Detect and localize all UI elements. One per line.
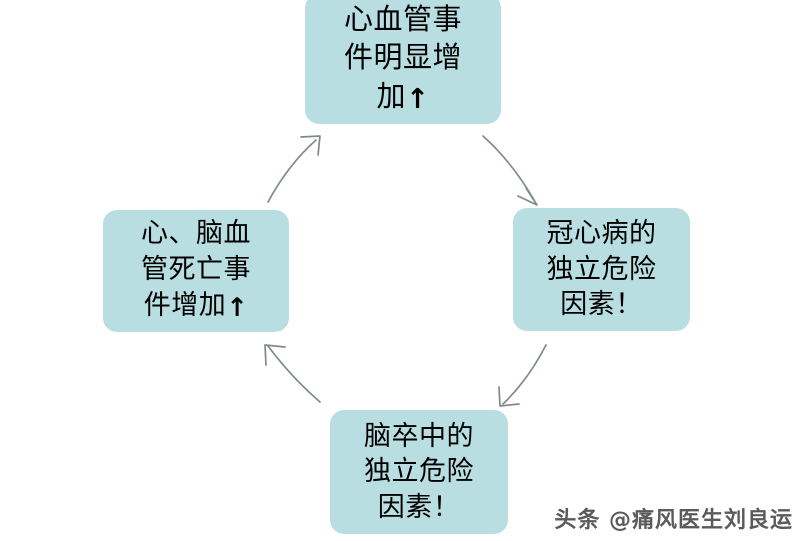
node-cardiovascular-death-line-2: 管死亡事: [141, 254, 251, 285]
node-stroke-risk-line-3: 因素！: [377, 491, 461, 522]
node-stroke-risk-line-2: 独立危险: [364, 456, 474, 487]
edge-top-to-right: [482, 135, 538, 206]
node-cardiovascular-death-line-1: 心、脑血: [141, 218, 251, 249]
node-coronary-heart-disease-risk-line-1: 冠心病的: [546, 218, 657, 249]
node-cardiovascular-events: 心血管事 件明显增 加↑: [305, 0, 501, 124]
node-cardiovascular-events-line-1: 心血管事: [343, 4, 462, 37]
edge-right-to-bottom: [498, 344, 547, 407]
up-arrow-icon: ↑: [405, 82, 430, 115]
node-stroke-risk-line-1: 脑卒中的: [364, 420, 474, 451]
node-coronary-heart-disease-risk: 冠心病的 独立危险 因素！: [513, 208, 690, 331]
node-stroke-risk: 脑卒中的 独立危险 因素！: [330, 410, 508, 534]
node-cardiovascular-events-line-3-text: 加: [376, 80, 406, 113]
node-cardiovascular-events-line-2: 件明显增: [343, 42, 462, 75]
node-coronary-heart-disease-risk-line-3: 因素！: [560, 289, 643, 320]
up-arrow-icon: ↑: [226, 292, 249, 323]
node-cardiovascular-events-line-3: 加↑: [376, 78, 429, 117]
node-cardiovascular-death-line-3-text: 件增加: [143, 289, 227, 320]
node-cardiovascular-death-line-3: 件增加↑: [144, 288, 248, 326]
node-coronary-heart-disease-risk-line-2: 独立危险: [546, 253, 657, 284]
edge-left-to-top: [267, 135, 321, 203]
node-cardiovascular-death: 心、脑血 管死亡事 件增加↑: [103, 210, 289, 332]
edge-bottom-to-left: [264, 344, 321, 403]
watermark: 头条 @痛风医生刘良运: [554, 508, 793, 533]
